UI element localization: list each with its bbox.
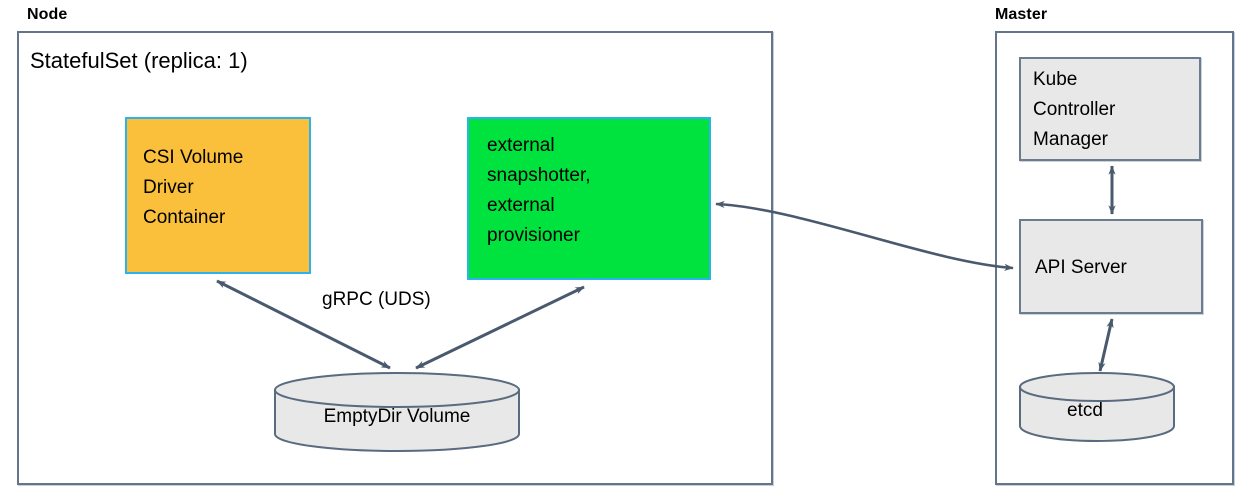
master-group-label: Master <box>995 6 1048 23</box>
api-server-box[interactable]: API Server <box>1019 219 1203 314</box>
etcd-cylinder-shape <box>1019 372 1175 442</box>
emptydir-cylinder-shape <box>274 372 520 452</box>
node-group-label: Node <box>27 6 68 23</box>
emptydir-volume-cylinder[interactable]: EmptyDir Volume <box>273 372 521 452</box>
external-sidecars-label: external snapshotter, external provision… <box>487 135 591 246</box>
api-server-label: API Server <box>1035 257 1127 278</box>
external-sidecars-box[interactable]: external snapshotter, external provision… <box>467 117 711 280</box>
statefulset-title: StatefulSet (replica: 1) <box>30 48 248 73</box>
kube-controller-manager-box[interactable]: Kube Controller Manager <box>1019 57 1201 161</box>
emptydir-volume-label: EmptyDir Volume <box>323 406 471 427</box>
kube-controller-manager-label: Kube Controller Manager <box>1033 69 1116 150</box>
csi-volume-driver-container-label: CSI Volume Driver Container <box>143 147 244 228</box>
etcd-label: etcd <box>1067 400 1103 421</box>
csi-volume-driver-container-box[interactable]: CSI Volume Driver Container <box>125 117 311 274</box>
etcd-cylinder[interactable]: etcd <box>1018 372 1176 442</box>
grpc-uds-edge-label: gRPC (UDS) <box>322 289 431 310</box>
